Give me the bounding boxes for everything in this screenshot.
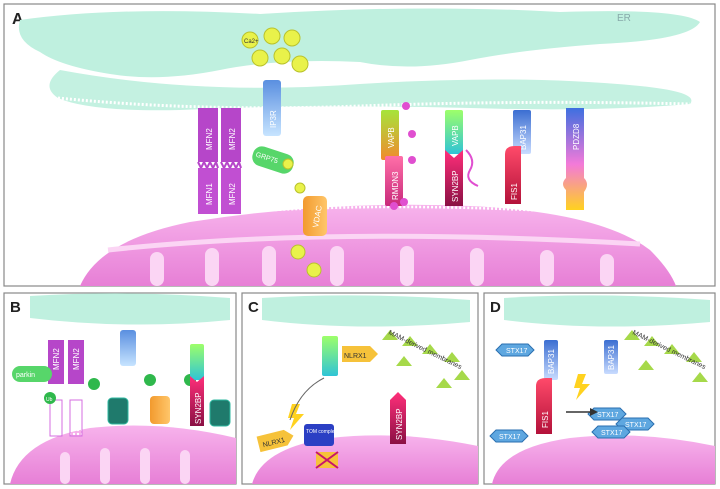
vapb-b bbox=[190, 344, 204, 380]
syn2bp-c bbox=[390, 392, 406, 444]
stx17-2-label: STX17 bbox=[499, 434, 521, 441]
ub-2 bbox=[88, 378, 100, 390]
mfn2-mito-label: MFN2 bbox=[228, 183, 237, 205]
panel-c-letter: C bbox=[248, 299, 259, 316]
stx17-3-label: STX17 bbox=[597, 412, 619, 419]
stx17-4-label: STX17 bbox=[625, 422, 647, 429]
vapb2-protein bbox=[445, 110, 463, 154]
stx17-1 bbox=[495, 343, 535, 357]
tom-complex bbox=[304, 424, 334, 446]
parkin-protein bbox=[12, 366, 52, 382]
fis1-d-label: FIS1 bbox=[541, 411, 550, 428]
mfn2-er-label-2: MFN2 bbox=[228, 128, 237, 150]
stx17-2 bbox=[489, 429, 529, 443]
vdac-barrel-b-2 bbox=[209, 399, 231, 427]
vdac-b bbox=[150, 396, 170, 424]
mfn2-b-1 bbox=[48, 340, 64, 384]
tom-complex-label: TOM complex bbox=[306, 429, 338, 435]
stx17-5-label: STX17 bbox=[601, 430, 623, 437]
ub-1 bbox=[44, 392, 56, 404]
syn2bp-c-label: SYN2BP bbox=[395, 408, 404, 440]
syn2bp-label: SYN2BP bbox=[451, 170, 460, 202]
vdac-label: VDAC bbox=[311, 205, 324, 229]
lipid-cluster-d bbox=[624, 330, 708, 382]
bap31-d-1 bbox=[544, 340, 558, 380]
mfn2-b-label-2: MFN2 bbox=[72, 348, 81, 370]
mfn2-mito-protein bbox=[221, 168, 241, 214]
er-membrane-a bbox=[18, 8, 700, 111]
er-label: ER bbox=[617, 13, 631, 24]
calcium-ions-mito bbox=[282, 158, 322, 278]
syn2bp-protein bbox=[445, 150, 463, 206]
bap31-d-2-label: BAP31 bbox=[607, 345, 616, 370]
mfn2-b-2 bbox=[68, 340, 84, 384]
panel-d-letter: D bbox=[490, 299, 501, 316]
ip3r-b bbox=[120, 330, 136, 366]
panel-c: C NLRX1 MAM-derived membranes NLRX1 TOM … bbox=[241, 292, 479, 485]
syn2bp-b bbox=[190, 376, 204, 426]
fis1-label: FIS1 bbox=[510, 183, 519, 200]
mitochondrion-a bbox=[80, 204, 676, 286]
syn2bp-b-label: SYN2BP bbox=[194, 392, 203, 424]
ub-3 bbox=[144, 374, 156, 386]
rmdn3-label: RMDN3 bbox=[391, 171, 400, 200]
ip3r-protein bbox=[263, 80, 281, 136]
fis1-d bbox=[536, 378, 552, 434]
mfn1-label: MFN1 bbox=[205, 183, 214, 205]
phospho-sites bbox=[390, 102, 416, 210]
lipid-cluster-c bbox=[382, 330, 470, 388]
bap31-d-2 bbox=[604, 340, 618, 374]
bap31-label: BAP31 bbox=[519, 125, 528, 150]
nlrx1-bottom bbox=[256, 429, 294, 453]
mfn2-er-label-1: MFN2 bbox=[205, 128, 214, 150]
vapb-c bbox=[322, 336, 338, 376]
mfn2-b-label-1: MFN2 bbox=[52, 348, 61, 370]
ca-ion-label: Ca2+ bbox=[244, 39, 259, 45]
mfn2-er-pair bbox=[197, 108, 242, 171]
ub-label: Ub bbox=[46, 397, 53, 403]
stx17-1-label: STX17 bbox=[506, 348, 528, 355]
nlrx1-top bbox=[342, 346, 378, 362]
vdac-protein bbox=[303, 196, 327, 236]
panel-b: B MFN2 MFN2 parkin Ub SYN2BP bbox=[3, 292, 237, 485]
rmdn3-protein bbox=[385, 156, 403, 206]
bap31-d-1-label: BAP31 bbox=[547, 349, 556, 374]
pdzd8-label: PDZD8 bbox=[572, 123, 581, 150]
lightning-c bbox=[288, 404, 304, 430]
stx17-group: STX17 STX17 STX17 STX17 STX17 bbox=[489, 343, 655, 443]
fis1-protein bbox=[505, 146, 521, 204]
mfn1-protein bbox=[198, 168, 218, 214]
nlrx1-top-label: NLRX1 bbox=[344, 353, 367, 360]
vapb-protein bbox=[381, 110, 399, 160]
calcium-ions-er: Ca2+ bbox=[241, 27, 309, 73]
vdac-barrel-b-1 bbox=[107, 397, 129, 425]
pdzd8-protein bbox=[563, 108, 587, 210]
stx17-5 bbox=[591, 425, 631, 439]
lightning-d bbox=[574, 374, 590, 400]
vapb2-label: VAPB bbox=[451, 125, 460, 146]
ip3r-label: IP3R bbox=[269, 110, 278, 128]
panel-a: A ER bbox=[3, 3, 716, 287]
parkin-label: parkin bbox=[16, 372, 35, 379]
panel-b-letter: B bbox=[10, 299, 21, 316]
bap31-protein bbox=[513, 110, 531, 154]
vapb-label: VAPB bbox=[387, 127, 396, 148]
panel-d: D STX17 STX17 STX17 STX17 STX17 BAP31 FI… bbox=[483, 292, 716, 485]
